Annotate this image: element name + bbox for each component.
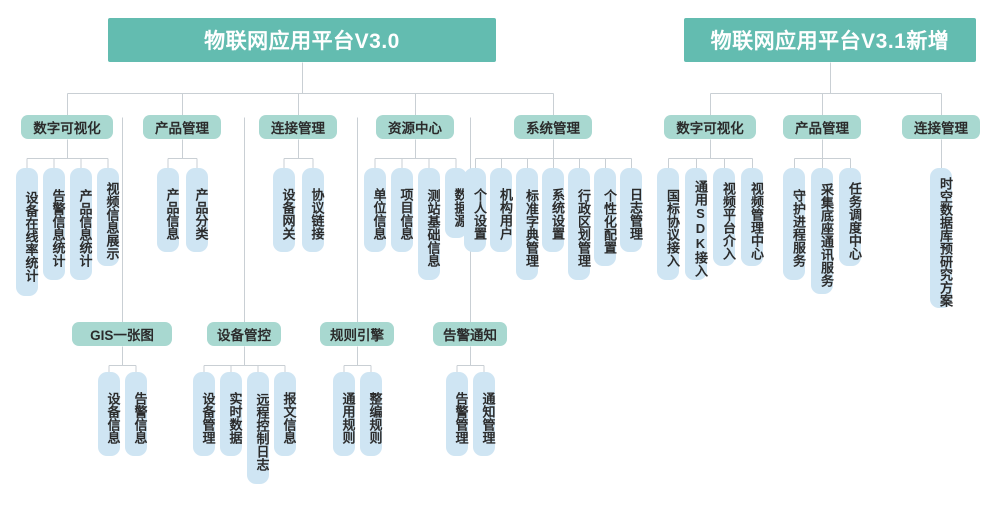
leaf-r1-3-2[interactable]: 测站基础信息 [417,168,441,280]
leaf-r2-0-1[interactable]: 告警信息 [124,372,148,456]
leaf-r1-0-2[interactable]: 产品信息统计 [69,168,93,280]
leaf-new-0-3[interactable]: 视频管理中心 [741,168,764,266]
leaf-r1-3-3[interactable]: 数据源 [444,168,468,238]
leaf-r1-4-3[interactable]: 系统设置 [542,168,565,252]
leaf-new-1-0[interactable]: 守护进程服务 [783,168,806,280]
category-2-row1[interactable]: 连接管理 [259,115,337,139]
category-3-row2[interactable]: 告警通知 [433,322,507,346]
leaf-r1-0-3[interactable]: 视频信息展示 [96,168,120,266]
category-1-new[interactable]: 产品管理 [783,115,861,139]
leaf-r2-2-0[interactable]: 通用规则 [332,372,356,456]
category-4-row1[interactable]: 系统管理 [514,115,592,139]
leaf-r1-4-1[interactable]: 机构用户 [490,168,513,252]
leaf-r2-2-1[interactable]: 整编规则 [359,372,383,456]
category-0-row1[interactable]: 数字可视化 [21,115,113,139]
leaf-new-0-0[interactable]: 国标协议接入 [657,168,680,280]
leaf-r1-1-1[interactable]: 产品分类 [185,168,209,252]
category-1-row2[interactable]: 设备管控 [207,322,281,346]
leaf-r2-3-1[interactable]: 通知管理 [472,372,496,456]
category-0-new[interactable]: 数字可视化 [664,115,756,139]
platform-title-v31: 物联网应用平台V3.1新增 [684,18,976,62]
leaf-new-1-1[interactable]: 采集底座通讯服务 [811,168,834,294]
leaf-r2-1-2[interactable]: 远程控制日志 [246,372,270,484]
leaf-r1-0-1[interactable]: 告警信息统计 [42,168,66,280]
leaf-r1-3-0[interactable]: 单位信息 [363,168,387,252]
leaf-r1-2-1[interactable]: 协议链接 [301,168,325,252]
leaf-new-1-2[interactable]: 任务调度中心 [839,168,862,266]
category-1-row1[interactable]: 产品管理 [143,115,221,139]
leaf-new-2-0[interactable]: 时空数据库预研究方案 [930,168,953,308]
leaf-r2-1-1[interactable]: 实时数据 [219,372,243,456]
leaf-r1-4-2[interactable]: 标准字典管理 [516,168,539,280]
leaf-new-0-1[interactable]: 通用SDK接入 [685,168,708,280]
leaf-r1-4-5[interactable]: 个性化配置 [594,168,617,266]
category-0-row2[interactable]: GIS一张图 [72,322,172,346]
leaf-new-0-2[interactable]: 视频平台介入 [713,168,736,266]
category-2-new[interactable]: 连接管理 [902,115,980,139]
category-2-row2[interactable]: 规则引擎 [320,322,394,346]
leaf-r2-1-0[interactable]: 设备管理 [192,372,216,456]
leaf-r2-1-3[interactable]: 报文信息 [273,372,297,456]
leaf-r1-4-0[interactable]: 个人设置 [464,168,487,252]
leaf-r1-0-0[interactable]: 设备在线率统计 [15,168,39,296]
leaf-r1-4-6[interactable]: 日志管理 [620,168,643,252]
leaf-r2-3-0[interactable]: 告警管理 [445,372,469,456]
platform-title-v30: 物联网应用平台V3.0 [108,18,496,62]
leaf-r1-3-1[interactable]: 项目信息 [390,168,414,252]
leaf-r1-1-0[interactable]: 产品信息 [156,168,180,252]
leaf-r1-2-0[interactable]: 设备网关 [272,168,296,252]
category-3-row1[interactable]: 资源中心 [376,115,454,139]
leaf-r2-0-0[interactable]: 设备信息 [97,372,121,456]
leaf-r1-4-4[interactable]: 行政区划管理 [568,168,591,280]
